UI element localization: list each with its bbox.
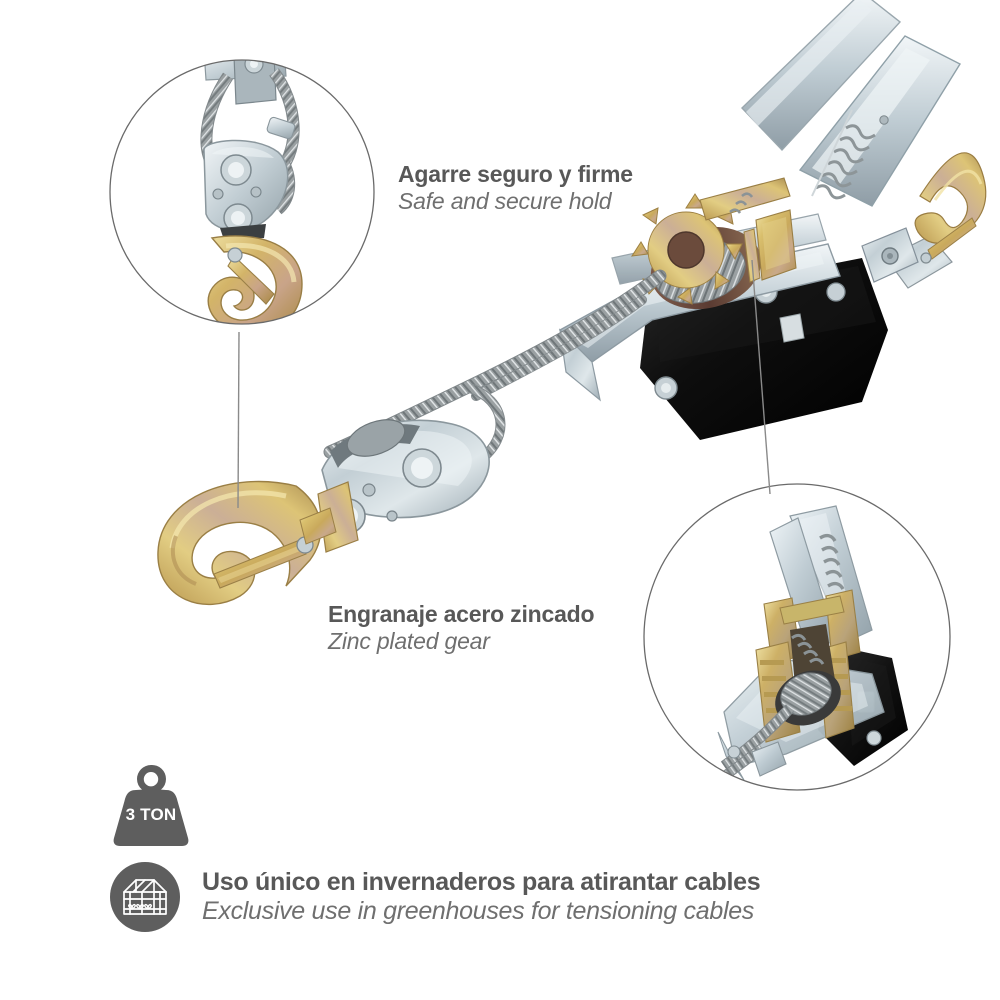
- handle-assembly: [741, 0, 961, 207]
- callout-safe-hold-subtitle: Safe and secure hold: [398, 187, 612, 214]
- leader-line-gear: [751, 259, 771, 495]
- feature-greenhouse-title: Uso único en invernaderos para atirantar…: [202, 868, 761, 897]
- greenhouse-icon: [123, 879, 167, 915]
- handle-spring: [815, 124, 876, 200]
- weight-badge-label: 3 TON: [125, 805, 177, 824]
- cable-drum: [631, 177, 797, 310]
- right-hook: [861, 152, 987, 289]
- ratchet-gear-left: [631, 193, 743, 305]
- weight-badge: 3 TON: [110, 762, 192, 848]
- callout-safe-hold-title: Agarre seguro y firme: [398, 161, 633, 187]
- hook-detail-circle: [109, 59, 375, 325]
- leader-line-hook: [237, 331, 240, 509]
- callout-zinc-gear: Engranaje acero zincado Zinc plated gear: [328, 601, 595, 654]
- callout-safe-hold: Agarre seguro y firme Safe and secure ho…: [398, 161, 633, 214]
- feature-text: Uso único en invernaderos para atirantar…: [202, 868, 761, 926]
- main-hook: [157, 480, 359, 606]
- greenhouse-icon-circle: [110, 862, 180, 932]
- callout-zinc-gear-subtitle: Zinc plated gear: [328, 627, 490, 654]
- feature-row: Uso único en invernaderos para atirantar…: [110, 862, 761, 932]
- magnifier-outline: [109, 59, 375, 325]
- gear-detail-circle: [643, 483, 951, 791]
- callout-zinc-gear-title: Engranaje acero zincado: [328, 601, 595, 627]
- ratchet-gear-right: [743, 209, 797, 283]
- feature-greenhouse-subtitle: Exclusive use in greenhouses for tension…: [202, 896, 755, 925]
- weight-icon: [113, 764, 189, 846]
- magnifier-outline: [643, 483, 951, 791]
- pulley-hook-link: [299, 507, 337, 545]
